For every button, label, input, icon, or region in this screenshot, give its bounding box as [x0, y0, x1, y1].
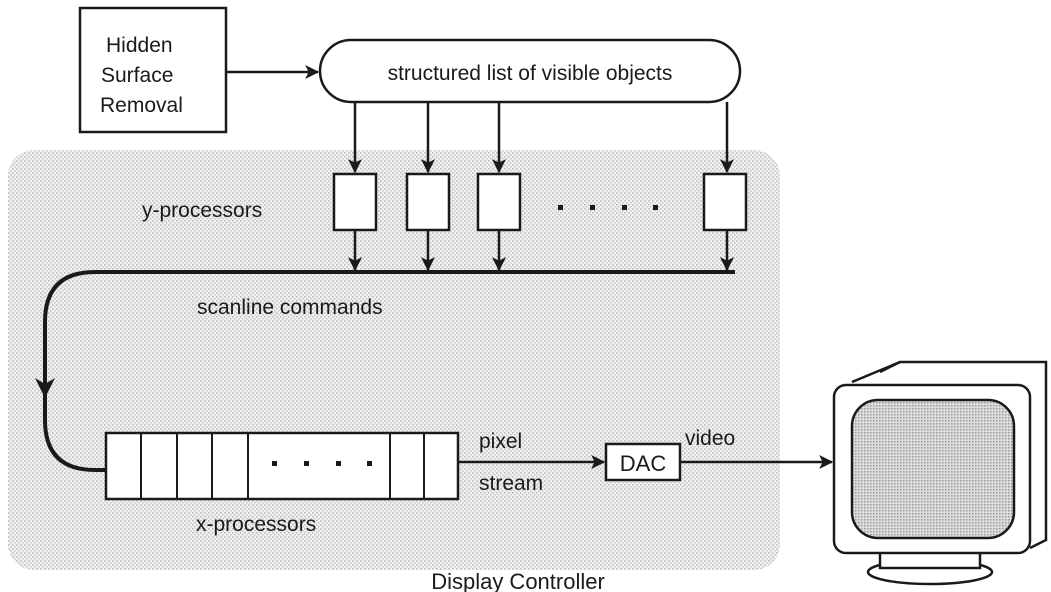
pixel-stream-line1: pixel — [479, 430, 522, 453]
y-processor-n — [702, 172, 748, 232]
x-processors-label: x-processors — [196, 513, 316, 536]
y-processor-boxes — [332, 172, 748, 232]
video-label: video — [685, 427, 735, 450]
hsr-line1: Hidden — [106, 34, 173, 57]
scanline-bus — [43, 270, 735, 472]
hsr-line2: Surface — [101, 64, 173, 87]
display-controller-label: Display Controller — [431, 569, 605, 592]
y-processor-2 — [405, 172, 451, 232]
dac-box: DAC — [604, 442, 682, 482]
y-processor-3 — [476, 172, 522, 232]
hidden-surface-removal-box: Hidden Surface Removal — [78, 6, 228, 134]
hsr-line3: Removal — [100, 94, 183, 117]
y-processors-ellipsis — [558, 205, 658, 210]
x-processor-strip — [104, 431, 460, 501]
scanline-down-arrowhead — [35, 378, 55, 398]
dac-label: DAC — [620, 451, 667, 476]
display-controller-panel — [8, 150, 780, 570]
visible-objects-list-box: structured list of visible objects — [318, 38, 742, 104]
x-processors-ellipsis — [272, 461, 372, 466]
pixel-stream-line2: stream — [479, 472, 543, 495]
yproc-to-bus-arrows — [348, 230, 734, 272]
y-processors-label: y-processors — [142, 199, 262, 222]
monitor-icon — [832, 360, 1048, 586]
y-processor-1 — [332, 172, 378, 232]
visible-list-label: structured list of visible objects — [388, 62, 673, 85]
scanline-commands-label: scanline commands — [197, 296, 383, 319]
list-to-yproc-arrows — [348, 102, 734, 174]
